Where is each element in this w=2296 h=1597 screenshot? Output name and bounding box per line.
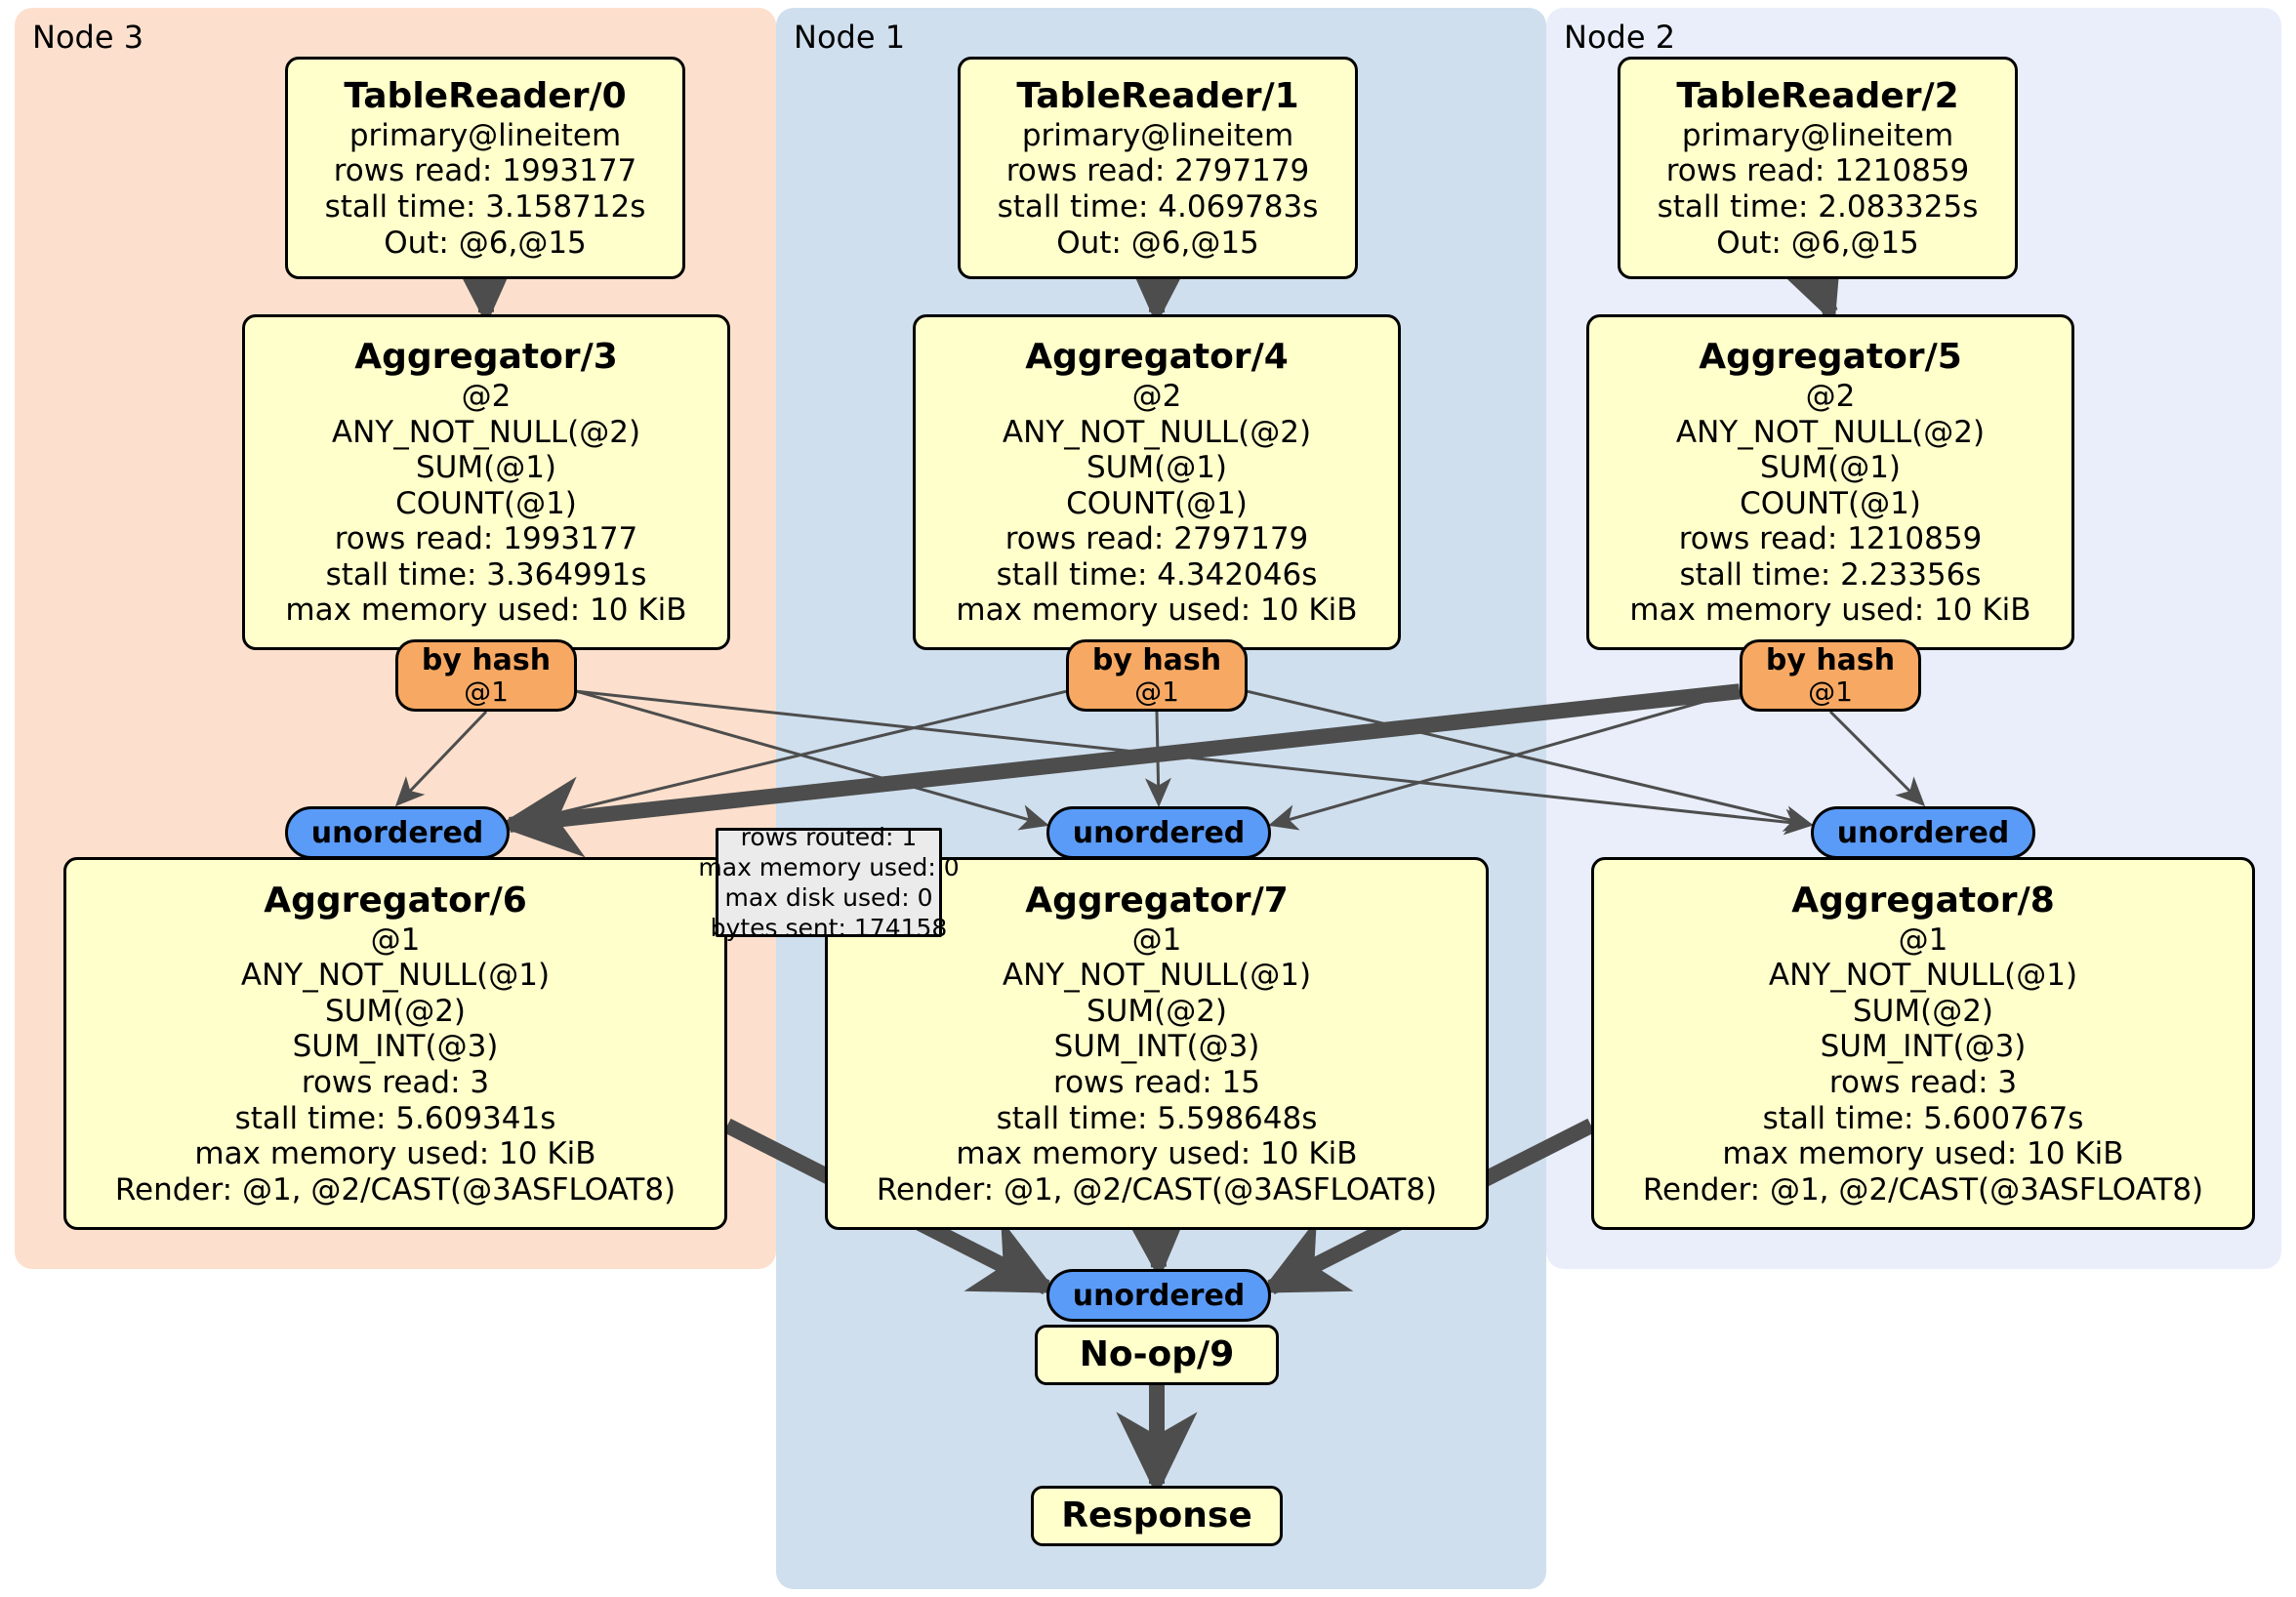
node-detail-line: stall time: 3.158712s [324,188,646,225]
node-detail-line: rows read: 1993177 [333,153,637,189]
stream-stat-line: max disk used: 0 [724,883,933,912]
node-title: No-op/9 [1079,1334,1235,1375]
node-detail-line: Out: @6,@15 [384,225,587,261]
router-title: by hash [1091,642,1222,677]
node-detail-line: Out: @6,@15 [1056,225,1259,261]
node-detail-line: stall time: 4.342046s [996,556,1318,593]
stream-stat-line: rows routed: 1 [740,823,918,851]
node-detail-line: stall time: 4.069783s [997,188,1319,225]
cluster-label-node3: Node 3 [32,19,144,56]
node-detail-line: stall time: 5.609341s [234,1100,556,1136]
node-detail-line: SUM(@1) [1759,450,1902,486]
node-detail-line: ANY_NOT_NULL(@2) [331,414,641,450]
ordering-pill-unordered9[interactable]: unordered [1046,1269,1271,1322]
node-detail-line: SUM(@2) [1086,993,1228,1029]
router-column: @1 [1134,676,1179,709]
node-detail-line: max memory used: 10 KiB [194,1136,596,1172]
node-detail-line: SUM_INT(@3) [1053,1029,1260,1065]
cluster-label-node1: Node 1 [794,19,906,56]
node-title: Response [1061,1495,1252,1536]
router-column: @1 [464,676,509,709]
node-detail-line: primary@lineitem [1681,117,1954,153]
node-detail-line: ANY_NOT_NULL(@1) [1002,958,1312,994]
node-detail-line: ANY_NOT_NULL(@1) [1768,958,2078,994]
node-detail-line: SUM(@1) [415,450,557,486]
node-detail-line: rows read: 2797179 [1004,521,1309,557]
node-detail-line: SUM_INT(@3) [292,1029,499,1065]
node-detail-line: COUNT(@1) [395,485,577,521]
node-detail-line: stall time: 5.600767s [1762,1100,2084,1136]
node-title: TableReader/0 [344,75,627,116]
node-detail-line: Render: @1, @2/CAST(@3ASFLOAT8) [876,1171,1438,1208]
node-detail-line: max memory used: 10 KiB [956,593,1358,629]
cluster-label-node2: Node 2 [1564,19,1676,56]
node-detail-line: rows read: 1210859 [1678,521,1983,557]
node-detail-line: rows read: 3 [1828,1064,2018,1100]
node-detail-line: @1 [370,921,421,958]
node-detail-line: stall time: 2.23356s [1679,556,1982,593]
node-detail-line: @1 [1131,921,1182,958]
node-detail-line: stall time: 3.364991s [325,556,647,593]
router-title: by hash [1765,642,1896,677]
node-title: Aggregator/6 [264,880,527,921]
router-byhash3[interactable]: by hash@1 [395,639,577,712]
node-title: Aggregator/4 [1025,337,1289,378]
node-detail-line: max memory used: 10 KiB [1629,593,2031,629]
node-detail-line: stall time: 5.598648s [996,1100,1318,1136]
node-detail-line: @1 [1898,921,1948,958]
node-detail-line: max memory used: 10 KiB [285,593,687,629]
node-detail-line: max memory used: 10 KiB [1722,1136,2124,1172]
node-detail-line: SUM(@2) [324,993,467,1029]
node-detail-line: @2 [1805,378,1856,414]
node-response[interactable]: Response [1031,1486,1283,1546]
node-detail-line: rows read: 15 [1053,1064,1260,1100]
router-column: @1 [1808,676,1853,709]
node-detail-line: SUM_INT(@3) [1820,1029,2027,1065]
stream-stat-line: bytes sent: 174158 [710,914,948,942]
node-detail-line: COUNT(@1) [1066,485,1248,521]
node-detail-line: ANY_NOT_NULL(@1) [240,958,551,994]
ordering-pill-unordered8[interactable]: unordered [1811,806,2035,859]
node-detail-line: rows read: 3 [301,1064,490,1100]
node-detail-line: rows read: 1210859 [1665,153,1970,189]
node-detail-line: Out: @6,@15 [1716,225,1919,261]
node-detail-line: SUM(@2) [1852,993,1994,1029]
node-detail-line: rows read: 2797179 [1005,153,1310,189]
node-detail-line: @2 [461,378,512,414]
node-detail-line: primary@lineitem [348,117,622,153]
node-detail-line: stall time: 2.083325s [1657,188,1979,225]
router-title: by hash [421,642,552,677]
node-detail-line: max memory used: 10 KiB [956,1136,1358,1172]
node-noop9[interactable]: No-op/9 [1035,1325,1279,1385]
node-detail-line: rows read: 1993177 [334,521,638,557]
node-detail-line: Render: @1, @2/CAST(@3ASFLOAT8) [114,1171,676,1208]
router-byhash4[interactable]: by hash@1 [1066,639,1248,712]
node-title: TableReader/2 [1676,75,1959,116]
ordering-pill-unordered7[interactable]: unordered [1046,806,1271,859]
node-detail-line: ANY_NOT_NULL(@2) [1002,414,1312,450]
node-title: Aggregator/3 [354,337,618,378]
stream-stat-line: max memory used: 0 [698,853,960,881]
node-title: Aggregator/5 [1699,337,1962,378]
node-detail-line: ANY_NOT_NULL(@2) [1675,414,1986,450]
node-title: Aggregator/7 [1025,880,1289,921]
node-title: Aggregator/8 [1791,880,2055,921]
node-detail-line: @2 [1131,378,1182,414]
node-detail-line: Render: @1, @2/CAST(@3ASFLOAT8) [1642,1171,2204,1208]
node-detail-line: COUNT(@1) [1740,485,1921,521]
ordering-pill-unordered6[interactable]: unordered [285,806,510,859]
node-detail-line: primary@lineitem [1021,117,1294,153]
node-title: TableReader/1 [1016,75,1299,116]
node-detail-line: SUM(@1) [1086,450,1228,486]
router-byhash5[interactable]: by hash@1 [1740,639,1921,712]
